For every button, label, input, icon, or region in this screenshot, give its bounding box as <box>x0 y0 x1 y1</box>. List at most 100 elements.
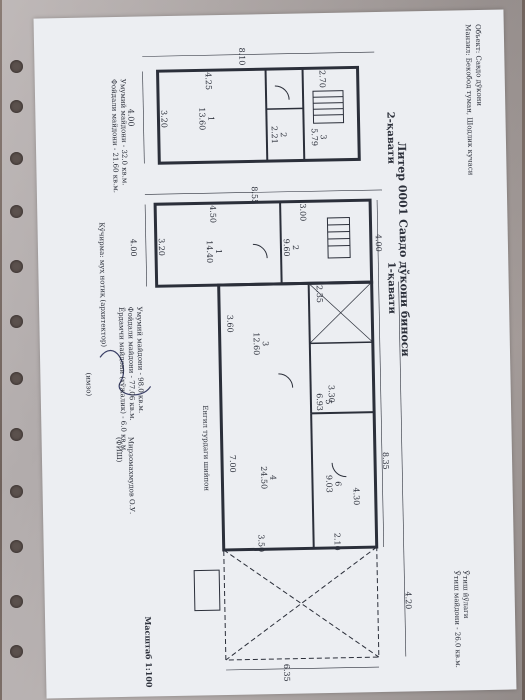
punch-hole <box>10 260 23 273</box>
room-number: 3 <box>260 341 270 347</box>
dim-line <box>142 51 375 57</box>
floor-plan-drawing <box>99 51 407 671</box>
floor1-partition <box>307 283 313 414</box>
void-cross <box>309 281 372 344</box>
dim-f2-w2: 2.70 <box>317 69 327 88</box>
door-arc-icon <box>331 462 347 478</box>
punch-hole <box>10 60 23 73</box>
canopy-info: Ўтиш йўлаги Ўтиш майдони - 26.0 кв.м. <box>451 570 471 668</box>
dim-line <box>144 204 147 287</box>
punch-hole <box>10 100 23 113</box>
door-arc-icon <box>274 85 290 100</box>
room-f1-5: 5 6.93 <box>315 393 333 411</box>
room-area: 6.93 <box>314 393 325 412</box>
dim-f1-h-outer: 4.00 <box>128 238 139 257</box>
room-number: 1 <box>206 116 216 122</box>
dim-w-350: 3.50 <box>256 534 266 553</box>
dim-h-420: 4.20 <box>403 591 413 610</box>
canopy-title: Ўтиш йўлаги <box>461 570 471 619</box>
punch-hole <box>10 372 23 385</box>
room-f2-1: 1 13.60 <box>197 107 215 130</box>
room-area: 9.03 <box>324 474 334 493</box>
canopy-cross <box>225 546 378 661</box>
room-number: 5 <box>323 399 333 405</box>
door-arc-icon <box>252 243 268 259</box>
stair-icon <box>326 217 351 259</box>
floor1-partition <box>311 411 375 415</box>
dim-mid-360: 3.60 <box>225 314 235 333</box>
floor2-partition <box>301 68 306 161</box>
floor1-partition <box>309 341 373 345</box>
room-area: 5.79 <box>309 128 320 147</box>
signature-icon <box>99 349 152 396</box>
punch-hole <box>10 205 23 218</box>
canopy-label: Енгил турдаги шийпон <box>200 405 211 492</box>
signer-name: Мирзомахмудов О.У. <box>126 436 137 515</box>
room-area: 13.60 <box>197 107 207 131</box>
dim-f1-w2: 3.00 <box>298 203 308 222</box>
room-f1-1: 1 14.40 <box>205 240 223 263</box>
punch-hole <box>10 540 23 553</box>
summary-floor1: Умумий майдони - 98.0 кв.м. Фойдали майд… <box>116 307 146 453</box>
room-number: 2 <box>278 132 288 138</box>
room-area: 24.50 <box>259 466 269 490</box>
canopy-marker <box>193 569 221 612</box>
room-number: 2 <box>290 244 301 251</box>
signer-block: Мирзомахмудов О.У. (ФИШ) <box>113 437 138 515</box>
dim-f1-w1: 4.50 <box>208 205 218 224</box>
dim-h-430: 4.30 <box>351 487 361 506</box>
floor-plan-sheet: Объект: Савдо дўкони Манзил: Бекобод тум… <box>33 9 517 699</box>
dim-line <box>142 71 145 164</box>
room-area: 9.60 <box>281 238 292 257</box>
punch-hole <box>10 485 23 498</box>
floor2-partition <box>264 69 269 162</box>
dim-line <box>144 189 382 195</box>
dim-f1-total: 8.55 <box>249 186 260 205</box>
floor1-partition <box>310 413 315 549</box>
room-f2-2: 2 2.21 <box>270 126 288 144</box>
canopy-outline <box>223 546 380 661</box>
room-area: 2.21 <box>269 125 279 144</box>
dim-w-635: 6.35 <box>281 663 292 682</box>
floor1-partition <box>279 201 283 284</box>
dim-line <box>376 200 385 547</box>
floor1-upper-outline <box>153 198 374 288</box>
signer-org: (ФИШ) <box>114 436 124 463</box>
signature-caption: (имзо) <box>84 372 93 397</box>
dim-f2-w1: 4.25 <box>203 72 213 91</box>
punch-holes <box>6 60 28 660</box>
dim-f2-h-left: 3.20 <box>159 110 169 128</box>
dim-mid-235: 2.35 <box>314 285 325 304</box>
dim-len-700: 7.00 <box>227 454 238 473</box>
dim-len-835: 8.35 <box>380 451 391 470</box>
scale-label: Масштаб 1:100 <box>143 616 155 688</box>
punch-hole <box>10 152 23 165</box>
room-f1-3: 3 12.60 <box>252 332 270 355</box>
room-f1-6: 6 9.03 <box>324 475 342 493</box>
room-number: 3 <box>318 134 328 140</box>
floor1-lower-outline <box>217 280 379 552</box>
dim-f1-h-right: 4.00 <box>373 233 384 252</box>
door-arc-icon <box>278 373 294 388</box>
room-f1-4: 4 24.50 <box>259 466 277 489</box>
punch-hole <box>10 645 23 658</box>
punch-hole <box>10 595 23 608</box>
dim-w-210: 2.10 <box>332 532 342 551</box>
punch-hole <box>10 428 23 441</box>
room-number: 1 <box>213 248 224 255</box>
room-area: 14.40 <box>204 240 215 264</box>
room-number: 4 <box>268 474 278 481</box>
dim-line <box>398 281 407 657</box>
dim-f2-total: 8.10 <box>237 47 247 66</box>
dim-f1-h-left: 3.20 <box>156 238 167 257</box>
room-f2-3: 3 5.79 <box>310 128 328 146</box>
dim-f2-h-outer: 4.00 <box>126 108 136 127</box>
summary-floor2: Умумий майдони - 32.0 кв.м. Фойдали майд… <box>109 79 129 193</box>
room-f1-2: 2 9.60 <box>282 239 300 257</box>
canopy-area: Ўтиш майдони - 26.0 кв.м. <box>452 570 463 668</box>
floor2-outline <box>156 65 361 165</box>
room-area: 12.60 <box>251 332 262 356</box>
stair-icon <box>312 90 345 124</box>
floor2-partition <box>266 107 304 110</box>
